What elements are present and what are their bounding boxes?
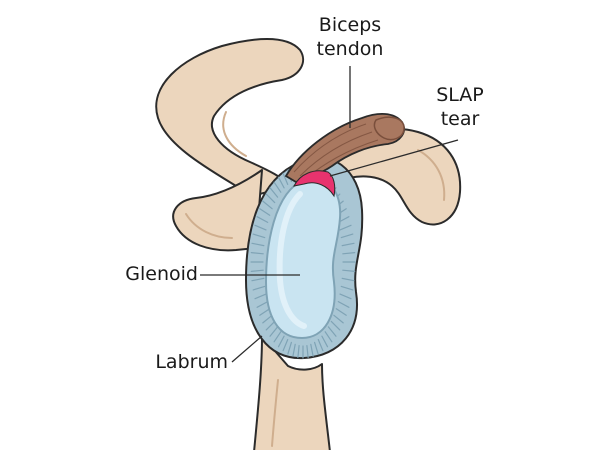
labrum-fiber-mark <box>259 308 271 316</box>
labrum-fiber-mark <box>265 193 276 204</box>
label-labrum-text: Labrum <box>155 351 228 373</box>
labrum-fiber-mark <box>254 224 267 231</box>
labrum-fiber-mark <box>262 314 273 324</box>
labrum-fiber-mark <box>251 277 265 282</box>
labrum-fiber-mark <box>342 269 356 272</box>
bone-shading <box>222 111 247 157</box>
leader-line-labrum <box>231 335 263 363</box>
labrum-fiber-mark <box>335 308 347 316</box>
labrum-fiber-mark <box>342 252 356 255</box>
labrum-fiber-mark <box>310 343 314 357</box>
labrum-fiber-mark <box>256 216 269 223</box>
coracoid-process <box>155 38 305 197</box>
labrum-fiber-mark <box>317 339 324 352</box>
labrum-fiber-mark <box>321 335 329 348</box>
labrum-fiber-mark <box>292 343 296 357</box>
labrum-fiber-mark <box>269 326 279 337</box>
labrum-fiber-mark <box>314 341 319 355</box>
labrum-fiber-mark <box>340 285 354 291</box>
labrum-fiber-mark <box>330 320 341 331</box>
labrum-fiber-mark <box>306 345 309 359</box>
labrum-fiber-mark <box>337 301 350 308</box>
label-biceps-line2: tendon <box>316 38 384 60</box>
labrum-fiber-mark <box>339 293 352 300</box>
labrum-fiber-mark <box>341 277 355 282</box>
labrum-fiber-mark <box>333 314 344 324</box>
labrum-fiber-mark <box>327 326 337 337</box>
labrum-fiber-mark <box>265 320 276 331</box>
label-biceps-tendon: Biceps tendon <box>302 13 398 61</box>
bone-shading <box>185 213 233 239</box>
labrum-fiber-mark <box>269 187 279 198</box>
labrum-fiber-mark <box>297 345 300 359</box>
label-biceps-line1: Biceps <box>318 14 382 36</box>
label-slap-tear: SLAP tear <box>424 83 496 131</box>
labrum-fiber-mark <box>259 208 271 216</box>
bone-shading <box>271 379 279 447</box>
labrum-fiber-mark <box>262 200 273 210</box>
leader-line-slap <box>329 139 459 177</box>
labrum-fiber-mark <box>250 269 264 272</box>
labrum-fiber-mark <box>250 252 264 255</box>
labrum-fiber-mark <box>339 224 352 231</box>
biceps-tendon-end <box>373 116 405 141</box>
label-slap-line1: SLAP <box>436 84 484 106</box>
labrum-fiber-mark <box>252 285 266 291</box>
labrum-fiber-mark <box>256 301 269 308</box>
labrum-fiber-mark <box>273 331 282 343</box>
label-glenoid-text: Glenoid <box>125 263 198 285</box>
label-glenoid: Glenoid <box>98 262 198 286</box>
labrum-fiber-mark <box>287 341 292 355</box>
labrum-fiber-mark <box>282 172 289 185</box>
labrum-fiber-mark <box>277 176 285 189</box>
scapula-neck <box>172 169 263 252</box>
label-slap-line2: tear <box>440 108 480 130</box>
labrum-fiber-mark <box>324 331 333 343</box>
labrum-fiber-mark <box>254 293 267 300</box>
labrum-fiber-mark <box>273 181 282 193</box>
labrum-fiber-mark <box>282 339 289 352</box>
label-labrum: Labrum <box>132 350 228 374</box>
glenoid-highlight <box>276 191 307 329</box>
labrum-fiber-mark <box>252 233 266 239</box>
slap-tear <box>293 170 336 198</box>
labrum-fiber-mark <box>251 242 265 247</box>
labrum-fiber-mark <box>277 335 285 348</box>
labrum-fiber-mark <box>341 242 355 247</box>
bone-shading <box>417 149 446 201</box>
labrum-fiber-mark <box>340 233 354 239</box>
